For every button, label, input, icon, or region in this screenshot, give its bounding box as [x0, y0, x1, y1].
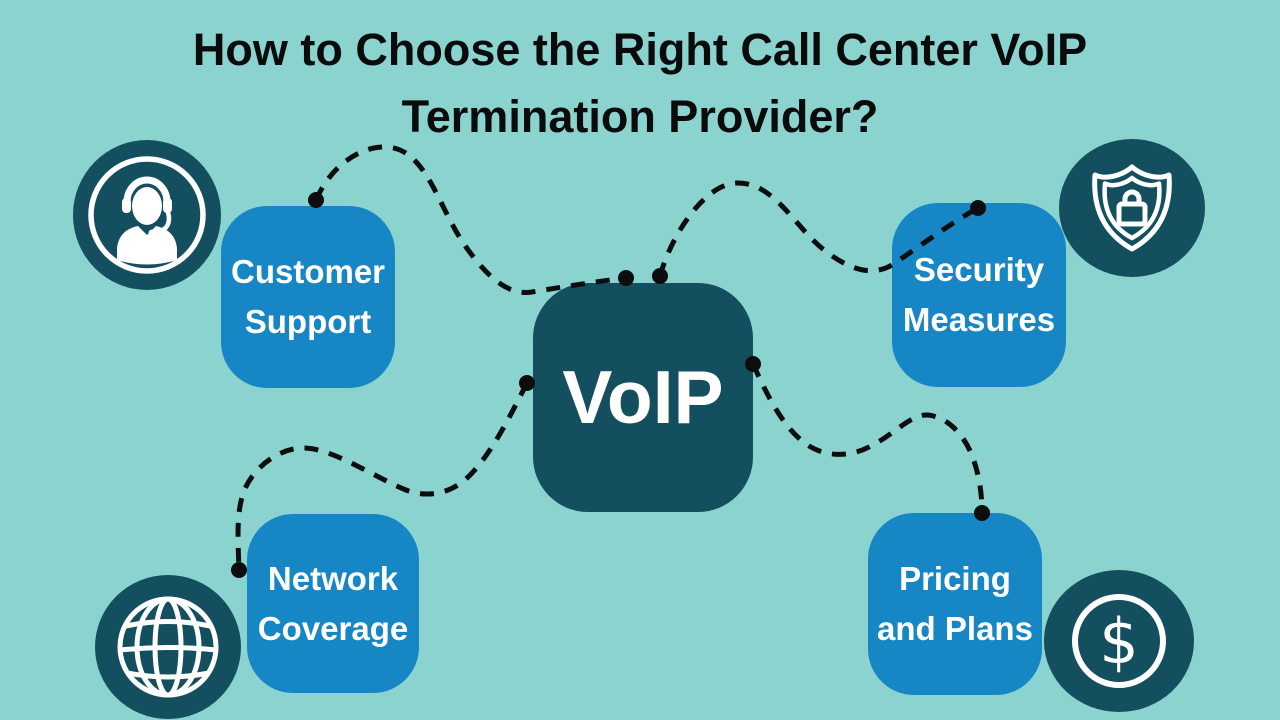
voip-label: VoIP [562, 355, 724, 439]
node-network-coverage-line2: Coverage [257, 609, 409, 647]
page-title: How to Choose the Right Call Center VoIP… [0, 16, 1280, 150]
node-pricing-plans-line2: and Plans [877, 610, 1033, 647]
voip-center-node: VoIP [533, 283, 753, 512]
node-pricing-plans: Pricing and Plans [868, 513, 1042, 695]
globe-icon [95, 575, 241, 719]
title-line-2: Termination Provider? [401, 91, 879, 142]
dollar-coin-icon: $ [1044, 570, 1194, 712]
node-network-coverage-line1: Network [267, 559, 399, 597]
node-customer-support-line2: Support [244, 303, 372, 340]
node-customer-support: Customer Support [221, 206, 395, 388]
node-customer-support-line1: Customer [230, 253, 386, 290]
node-security-measures-line1: Security [913, 251, 1045, 288]
dollar-symbol: $ [1099, 605, 1138, 678]
node-network-coverage: Network Coverage [247, 514, 419, 693]
node-pricing-plans-line1: Pricing [899, 560, 1011, 597]
node-security-measures: Security Measures [892, 203, 1066, 387]
shield-lock-icon [1059, 139, 1205, 277]
title-line-1: How to Choose the Right Call Center VoIP [192, 24, 1088, 75]
headset-agent-icon [73, 140, 221, 290]
node-security-measures-line2: Measures [902, 301, 1056, 338]
